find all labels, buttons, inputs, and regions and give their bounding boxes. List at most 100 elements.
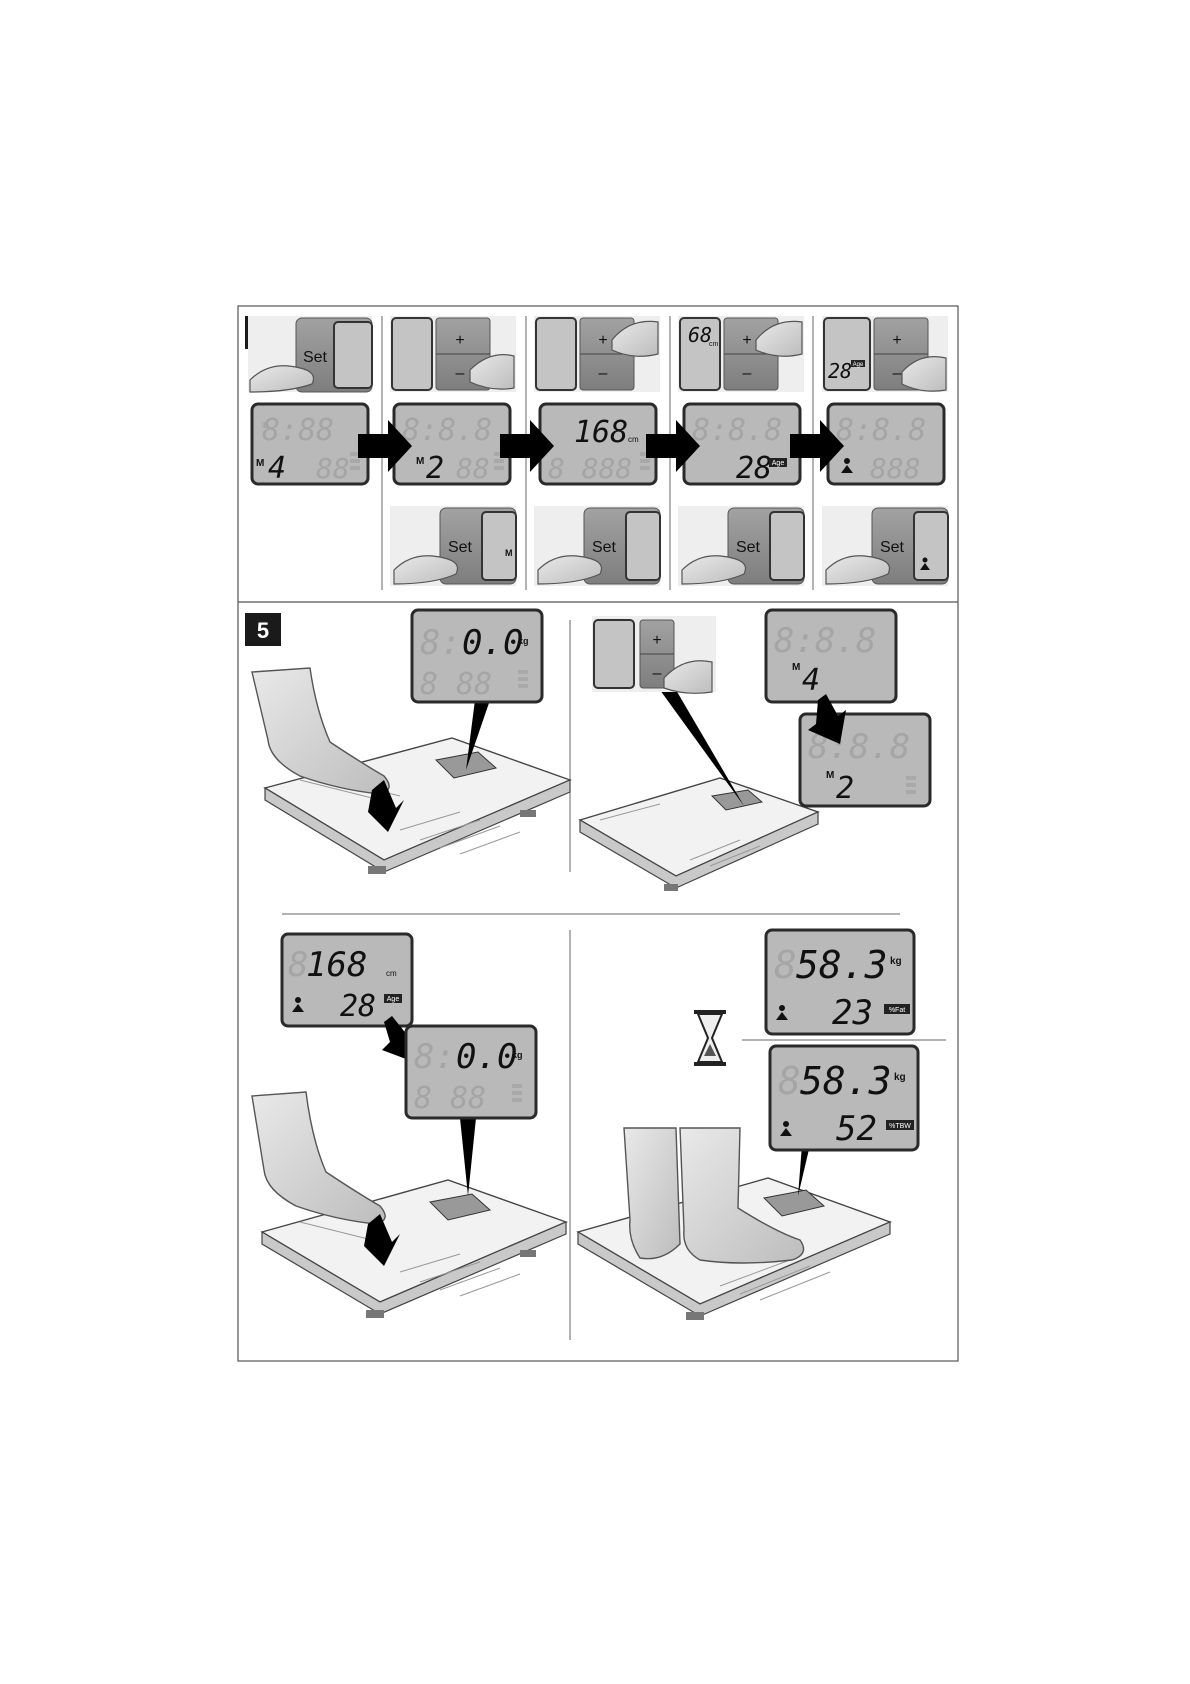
panel-tap-on: 8: 0.0 kg 8 88	[252, 610, 570, 874]
water-unit: %TBW	[889, 1123, 911, 1130]
minus-button-label: –	[653, 665, 662, 682]
memory-label: M	[792, 662, 800, 673]
panel-profile-confirm: 8 168 cm 28 Age 8: 0.0 kg 8 88	[252, 934, 566, 1318]
height-unit: cm	[386, 969, 397, 978]
svg-text:lb: lb	[262, 421, 269, 430]
memory-value: 4	[268, 451, 286, 486]
set-button-label: Set	[592, 539, 617, 556]
plus-minus-step-2: + –	[390, 316, 516, 392]
plus-minus-step-5: 28 Age + –	[822, 316, 948, 392]
lcd-fat-result: 8 58.3 kg 23 %Fat	[766, 930, 914, 1034]
svg-text:8: 8	[316, 413, 334, 448]
panel-results: 8 58.3 kg 23 %Fat 8 58.3 kg 52 %TBW	[578, 930, 946, 1320]
age-value: 28	[736, 451, 772, 486]
memory-label: M	[256, 458, 264, 469]
callout-pointer	[460, 1118, 476, 1196]
lcd-step-5: 8:8.8 888	[828, 404, 944, 485]
weight-value: 58.3	[800, 1059, 892, 1103]
svg-text:888: 888	[870, 452, 921, 485]
weight-value: 0.0	[462, 623, 523, 663]
lcd-step-1: 8:8 8 lb M 4 88	[252, 404, 368, 486]
person-icon	[779, 1005, 785, 1011]
svg-text:8:8.8: 8:8.8	[836, 413, 926, 448]
lcd-partial-unit: Age	[853, 362, 864, 368]
person-icon	[783, 1121, 789, 1127]
svg-text:8:8: 8:8	[262, 413, 316, 448]
memory-value: 2	[426, 451, 444, 486]
water-value: 52	[836, 1109, 877, 1149]
section-5: 5	[245, 610, 946, 1340]
set-confirm-step-4: Set	[678, 506, 804, 586]
fat-value: 23	[832, 993, 873, 1033]
plus-button-label: +	[652, 632, 661, 649]
hourglass-icon	[694, 1010, 726, 1066]
lcd-partial-value: 28	[828, 359, 852, 383]
set-confirm-step-3: Set	[534, 506, 660, 586]
svg-text:8:8.8: 8:8.8	[402, 413, 492, 448]
section-4: 4 Set + – +	[245, 316, 948, 590]
minus-button-label: –	[456, 365, 465, 382]
foot-icon	[252, 668, 389, 794]
age-unit: Age	[387, 996, 400, 1003]
minus-button-label: –	[599, 365, 608, 382]
memory-value: 2	[836, 771, 854, 806]
svg-text:88: 88	[316, 452, 350, 485]
set-button-label: Set	[303, 349, 328, 366]
height-value: 168	[574, 415, 628, 450]
scale-icon	[580, 778, 818, 891]
minus-button-label: –	[893, 365, 902, 382]
step-label-5: 5	[257, 618, 269, 643]
minus-button-label: –	[743, 365, 752, 382]
set-button-label: Set	[880, 539, 905, 556]
lcd-partial-unit: cm	[709, 341, 719, 348]
set-button-label: Set	[448, 539, 473, 556]
memory-label: M	[505, 548, 513, 558]
plus-button-label: +	[742, 332, 751, 349]
set-button-step-1: Set	[248, 316, 372, 392]
plus-minus-step-3: + –	[534, 316, 660, 392]
set-confirm-step-2: M Set	[390, 506, 516, 586]
lcd-step-4: 8:8.8 28 Age	[684, 404, 800, 486]
weight-unit: kg	[512, 1050, 523, 1060]
weight-unit: kg	[518, 636, 529, 646]
foot-icon	[252, 1092, 385, 1224]
svg-text:8: 8	[778, 1059, 801, 1103]
panel-user-select: + – 8:8.8 M 4 8:8.8 M 2	[580, 610, 930, 891]
memory-label: M	[826, 770, 834, 781]
height-unit: cm	[628, 435, 639, 444]
lcd-step-2: 8:8.8 M 2 88	[394, 404, 510, 486]
plus-minus-step-4: 68 cm + –	[678, 316, 804, 392]
weight-unit: kg	[890, 956, 902, 967]
memory-label: M	[416, 456, 424, 467]
lcd-weight-zero: 8: 0.0 kg 8 88	[406, 1026, 536, 1118]
age-unit: Age	[772, 460, 785, 467]
lcd-step-3: 168 cm 8 888	[540, 404, 656, 485]
plus-button-label: +	[455, 332, 464, 349]
weight-value: 0.0	[456, 1037, 517, 1077]
weight-unit: kg	[894, 1072, 906, 1083]
plus-button-label: +	[892, 332, 901, 349]
svg-text:8 88: 8 88	[420, 667, 492, 702]
svg-text:8: 8	[774, 943, 797, 987]
svg-text:8 88: 8 88	[414, 1081, 486, 1116]
lcd-water-result: 8 58.3 kg 52 %TBW	[770, 1046, 918, 1150]
svg-text:88: 88	[456, 452, 490, 485]
height-value: 168	[306, 945, 367, 985]
svg-text:8 888: 8 888	[548, 452, 632, 485]
lcd-weight-zero: 8: 0.0 kg 8 88	[412, 610, 542, 702]
set-button-label: Set	[736, 539, 761, 556]
svg-text:8:8.8: 8:8.8	[692, 413, 782, 448]
leg-icon	[624, 1128, 680, 1259]
svg-text:8:: 8:	[414, 1037, 455, 1077]
set-confirm-step-5: Set	[822, 506, 948, 586]
lcd-memory-4: 8:8.8 M 4	[766, 610, 896, 702]
age-value: 28	[340, 989, 376, 1024]
memory-value: 4	[802, 663, 820, 698]
plus-button-label: +	[598, 332, 607, 349]
svg-text:8:: 8:	[420, 623, 461, 663]
lcd-profile: 8 168 cm 28 Age	[282, 934, 412, 1026]
person-icon	[295, 997, 301, 1003]
weight-value: 58.3	[796, 943, 888, 987]
fat-unit: %Fat	[889, 1007, 905, 1014]
